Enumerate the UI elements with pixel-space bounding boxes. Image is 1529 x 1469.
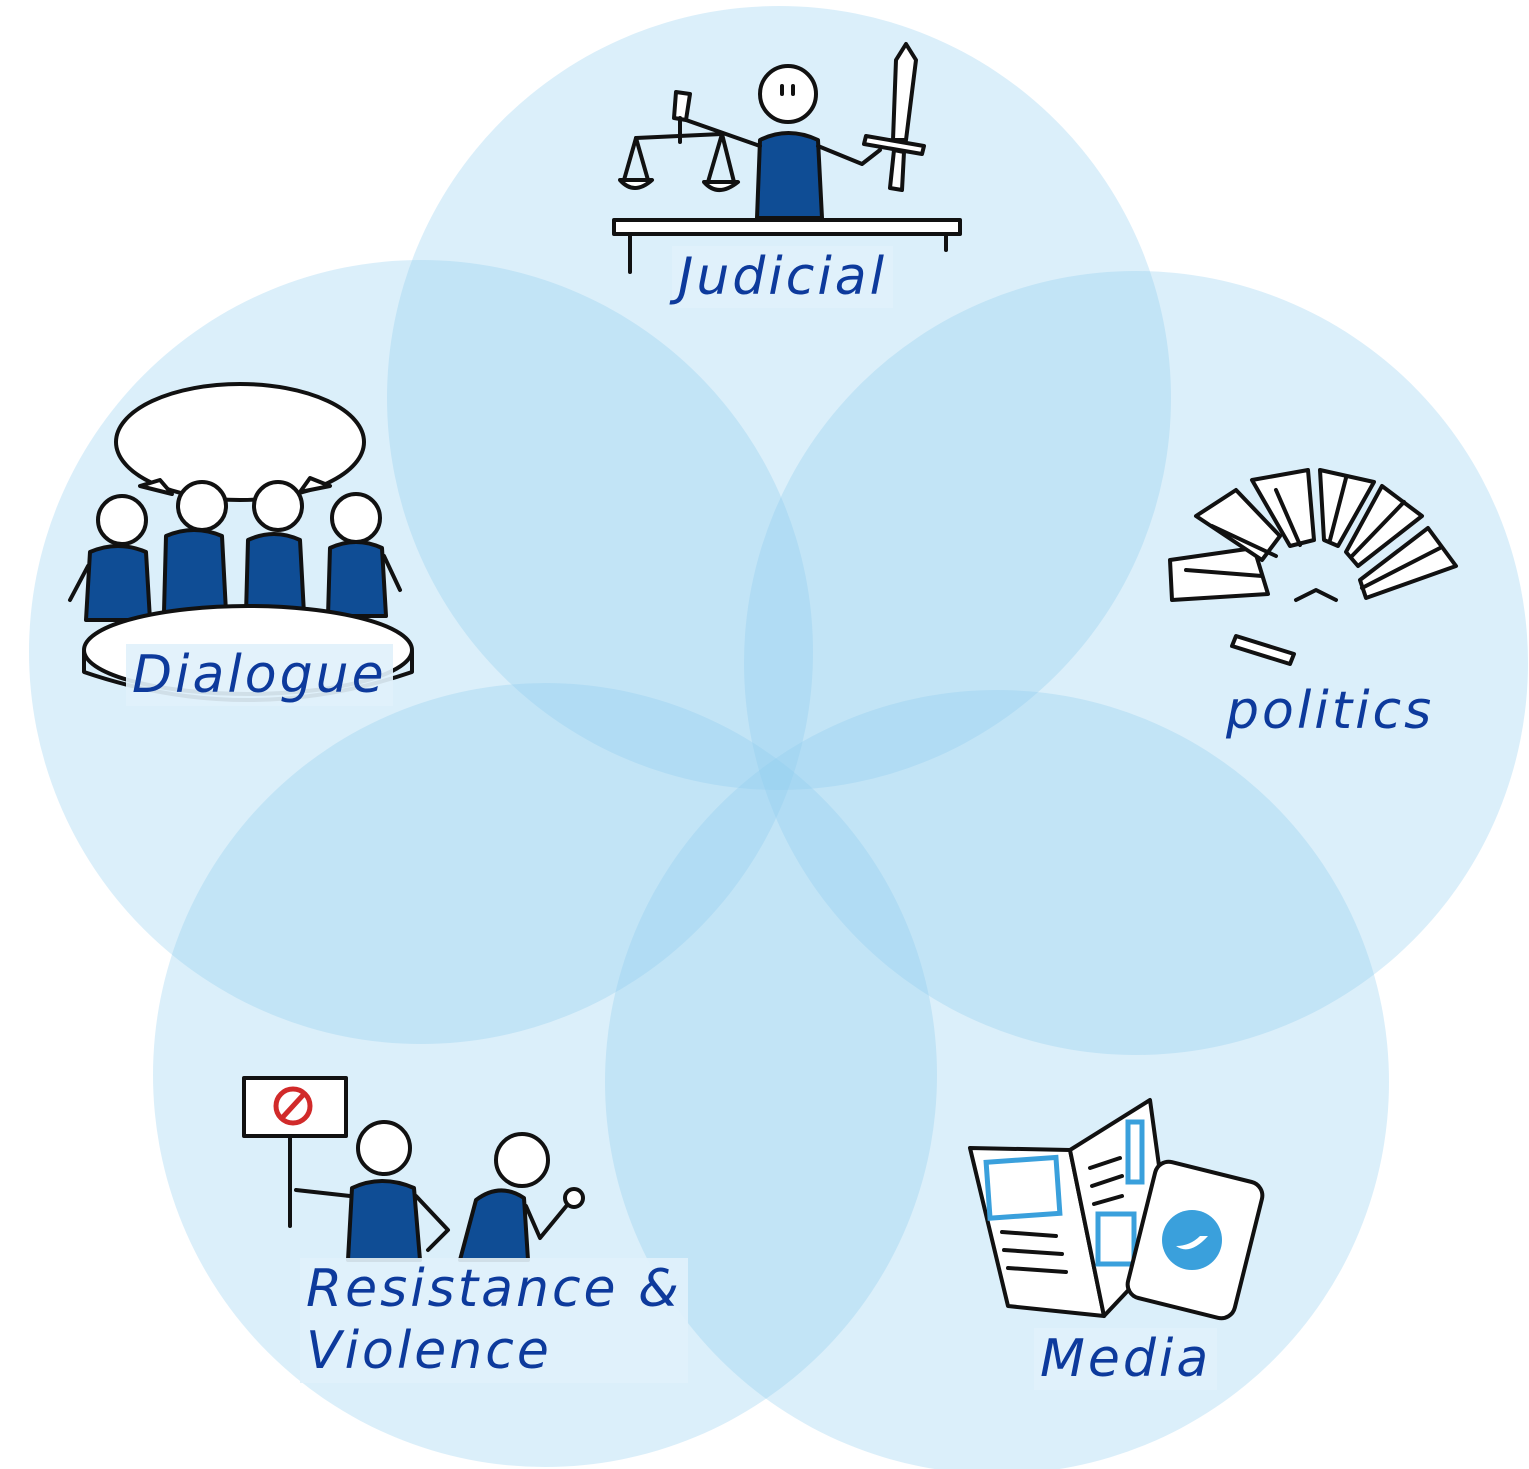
label-judicial: Judicial (672, 246, 894, 309)
protesters-with-sign-icon (242, 1076, 585, 1262)
label-media: Media (1034, 1328, 1218, 1391)
label-politics: politics (1226, 681, 1435, 741)
parliament-hemicycle-icon (1168, 468, 1458, 666)
label-resistance-line1: Resistance & (306, 1259, 682, 1319)
circle-judicial (387, 6, 1171, 790)
label-dialogue: Dialogue (126, 644, 393, 707)
newspaper-and-phone-icon (968, 1098, 1265, 1321)
judge-with-scales-and-sword-icon (612, 42, 962, 274)
circle-politics (744, 271, 1528, 1055)
label-resistance-line2: Violence (306, 1321, 552, 1382)
label-resistance: Resistance & Violence (300, 1258, 688, 1383)
